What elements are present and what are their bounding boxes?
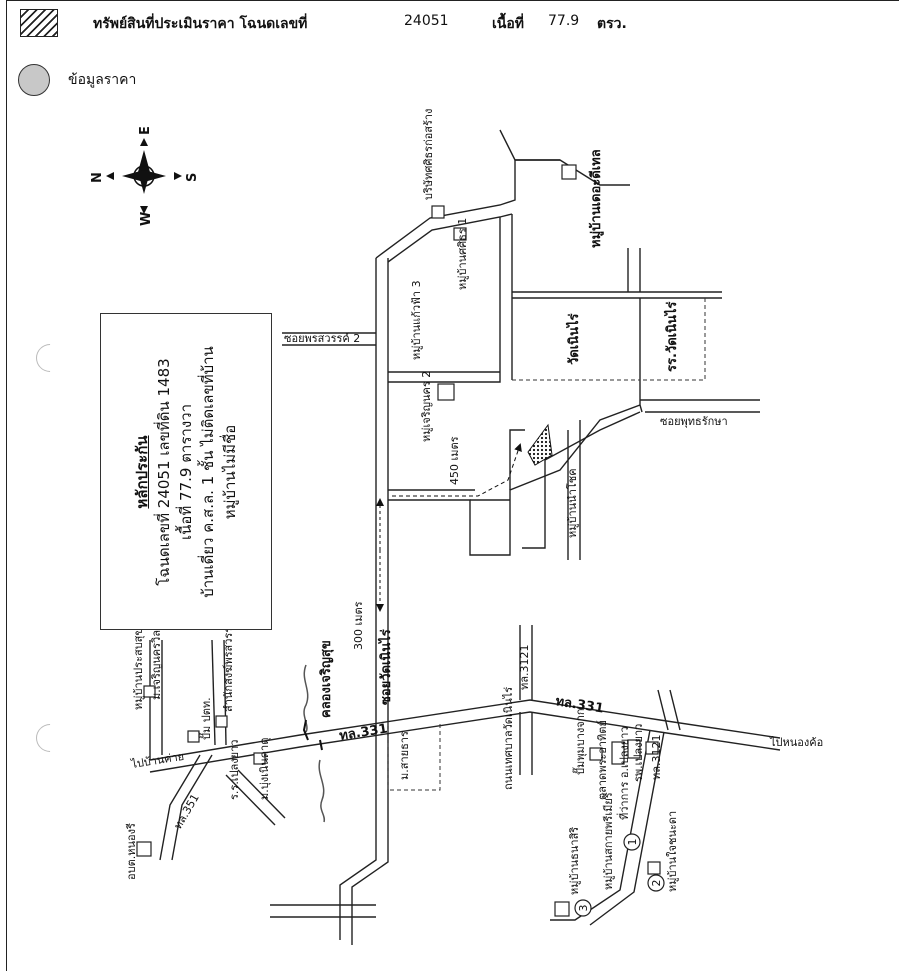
label-soi-phutthaksa: ซอยพุทธรักษา (660, 415, 728, 428)
page-border (6, 0, 899, 971)
label-khlong: คลองเจริญสุข (319, 640, 334, 718)
label-soi-watnoenrai: ซอยวัดเนินไร่ (377, 629, 394, 705)
info-deed: โฉนดเลขที่ 24051 เลขที่ดิน 1483 (155, 357, 173, 586)
road-soi-watnoenrai-edge (351, 258, 389, 945)
label-school-bottom: ร.ร.เปลงยาว (228, 740, 241, 800)
header (20, 8, 58, 38)
road-soi-watnoenrai (339, 258, 377, 940)
label-mooban-chai: หมู่บ้านใจชนะดา (666, 811, 679, 892)
label-to-nongkho: ไปหนองค้อ (769, 736, 823, 749)
area-value: 77.9 (548, 13, 580, 29)
label-road-north: ทล.3121 (518, 645, 531, 690)
label-company: บริษัทศศิธรก่อสร้าง (422, 109, 435, 200)
circle-number-3: 3 (577, 905, 590, 912)
label-tessaban: อบต.หนองรี (125, 823, 138, 880)
label-mooban-sak: หมู่บ้านสกายพรีเมียร์ (602, 792, 615, 890)
label-m-chareonkrit: ม.เจริญนครวิลล่า (150, 617, 163, 700)
area-label: เนื้อที่ (492, 16, 524, 32)
label-village-nomchok: หมู่บ้านนำโชค (565, 468, 579, 538)
label-amphoe: ที่ว่าการ อ.เปลงยาว (616, 726, 631, 820)
header-title: ทรัพย์สินที่ประเมินราคา โฉนดเลขที่ (93, 16, 308, 32)
label-village-kaewfa: หมู่บ้านแก้วฟ้า 3 (410, 280, 423, 360)
label-school-noennai: รร.วัดเนินไร่ (663, 302, 680, 372)
compass-rose-icon (106, 138, 182, 214)
compass-south: S (185, 173, 200, 182)
road-top-link (375, 160, 516, 259)
label-mooban-phet: หมู่บ้านธนาสิริ (568, 827, 581, 895)
collateral-info-text: หลักประกัน โฉนดเลขที่ 24051 เลขที่ดิน 14… (131, 322, 241, 622)
label-market: ตลาดพระอาทิตย์ (596, 720, 609, 800)
area-unit: ตรว. (597, 16, 627, 32)
grey-circle-icon (18, 64, 50, 96)
label-sam-nak: สำนักสงฆ์พรสวรรค์ (222, 619, 235, 712)
label-village-charoenkha: หมู่เจริญนคร 2 (420, 371, 433, 442)
label-dist-450: 450 เมตร (448, 436, 461, 485)
label-hospital: รพ.เปลงยาว (632, 724, 645, 782)
deed-number: 24051 (404, 13, 449, 29)
compass-north: N (90, 172, 105, 183)
info-house-type: บ้านเดี่ยว ค.ส.ล. 1 ชั้น ไม่ติดเลขที่บ้า… (199, 345, 217, 598)
compass-east: E (138, 126, 153, 135)
info-title: หลักประกัน (133, 434, 151, 509)
info-area: เนื้อที่ 77.9 ตารางวา (177, 403, 195, 540)
label-road-ref: ถนนเทศบาลวัดเนินไร่ (502, 687, 515, 790)
circle-number-1: 1 (626, 839, 639, 846)
compass-west: W (139, 212, 154, 226)
collateral-info-box: หลักประกัน โฉนดเลขที่ 24051 เลขที่ดิน 14… (100, 313, 272, 630)
label-road-331-a: ทล.331 (338, 722, 388, 744)
label-village-sasithorn: หมู่บ้านศศิธร 1 (456, 218, 469, 290)
highway-331 (149, 699, 781, 761)
label-village-dekadel: หมู่บ้านเดอะดีเทล (588, 149, 604, 248)
label-wat-noennai: วัดเนินไร่ (565, 314, 582, 365)
label-soi-phonsawan: ซอยพรสวรรค์ 2 (284, 332, 360, 345)
label-m-saitip: ม.สายธาร (398, 731, 411, 780)
hatched-legend-swatch (20, 9, 58, 37)
label-road-3511: ทล.351 (171, 792, 202, 832)
info-village: หมู่บ้านไม่มีชื่อ (221, 424, 239, 519)
circle-number-2: 2 (650, 880, 663, 887)
label-mooban-kaew: ม.บุ่งเนินดาตุ (258, 738, 271, 800)
label-road-3121: ทล.3121 (650, 735, 663, 780)
label-dist-300: 300 เมตร (352, 601, 365, 650)
subject-property-marker (527, 423, 553, 466)
label-pump-bangchak: ปั๊มพุมบางจาก (572, 708, 587, 775)
price-info-label: ข้อมูลราคา (68, 72, 137, 88)
label-pump-ptt: ปั๊ม ปตท. (198, 697, 213, 740)
price-info-legend: ข้อมูลราคา (18, 64, 136, 96)
